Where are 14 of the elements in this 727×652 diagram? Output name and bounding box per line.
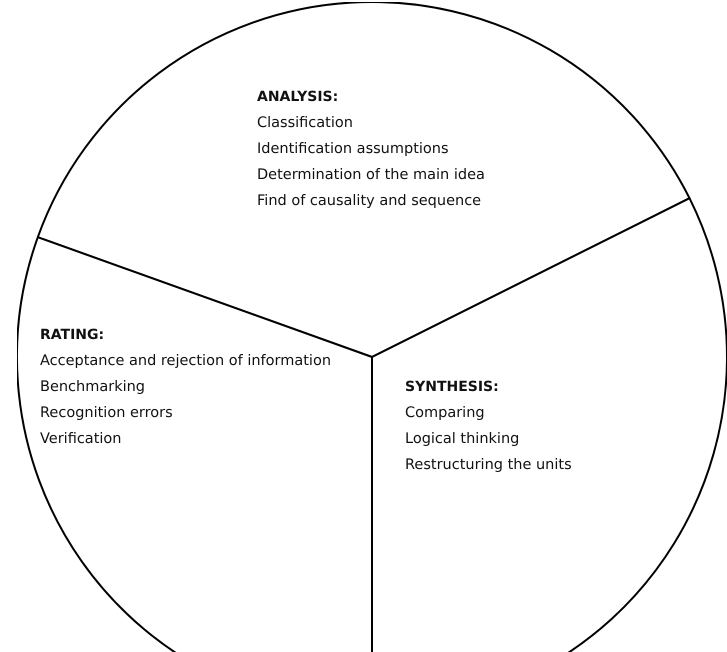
list-item: Determination of the main idea — [257, 166, 486, 185]
sector-heading: ANALYSIS: — [257, 88, 340, 107]
sector-heading: RATING: — [40, 326, 106, 345]
sector-heading: SYNTHESIS: — [405, 378, 500, 397]
list-item: Acceptance and rejection of information — [40, 352, 332, 371]
list-item: Restructuring the units — [405, 456, 573, 475]
list-item: Verification — [40, 430, 122, 449]
list-item: Benchmarking — [40, 378, 146, 397]
list-item: Find of causality and sequence — [257, 192, 482, 211]
list-item: Logical thinking — [405, 430, 520, 449]
list-item: Identification assumptions — [257, 140, 450, 159]
list-item: Comparing — [405, 404, 486, 423]
list-item: Classification — [257, 114, 354, 133]
list-item: Recognition errors — [40, 404, 174, 423]
